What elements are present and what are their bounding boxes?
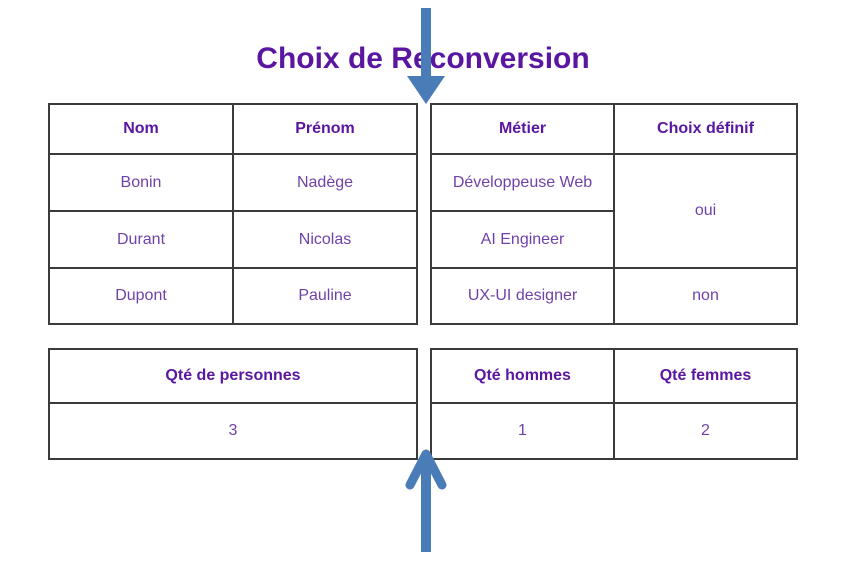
table-row: 1 2 — [430, 402, 798, 460]
total-persons-table: Qté de personnes 3 — [48, 348, 418, 460]
arrow-up-icon — [405, 449, 447, 552]
cell-metier: AI Engineer — [430, 210, 615, 269]
header-cell-qte-femmes: Qté femmes — [613, 348, 798, 404]
table-row: AI Engineer — [430, 210, 797, 269]
people-table: Nom Prénom Bonin Nadège Durant Nicolas D… — [48, 103, 418, 325]
cell-prenom: Nadège — [232, 153, 418, 212]
header-cell-nom: Nom — [48, 103, 234, 155]
cell-qte-personnes: 3 — [48, 402, 418, 460]
cell-metier: UX-UI designer — [430, 267, 615, 325]
cell-nom: Durant — [48, 210, 234, 269]
header-cell-qte-hommes: Qté hommes — [430, 348, 615, 404]
table-row: Développeuse Web oui — [430, 153, 798, 269]
cell-choix-merged: oui — [613, 153, 798, 269]
header-cell-prenom: Prénom — [232, 103, 418, 155]
cell-nom: Bonin — [48, 153, 234, 212]
table-row: Dupont Pauline — [48, 267, 418, 325]
cell-nom: Dupont — [48, 267, 234, 325]
cell-prenom: Nicolas — [232, 210, 418, 269]
table-row: Durant Nicolas — [48, 210, 418, 269]
table-row: 3 — [48, 402, 418, 460]
header-cell-qte-personnes: Qté de personnes — [48, 348, 418, 404]
cell-metier: Développeuse Web — [430, 153, 615, 212]
cell-qte-femmes: 2 — [613, 402, 798, 460]
header-cell-metier: Métier — [430, 103, 615, 155]
header-cell-choix: Choix définif — [613, 103, 798, 155]
cell-choix: non — [613, 267, 798, 325]
arrow-down-icon — [407, 8, 445, 104]
cell-prenom: Pauline — [232, 267, 418, 325]
cell-qte-hommes: 1 — [430, 402, 615, 460]
table-row: UX-UI designer non — [430, 267, 798, 325]
table-row: Bonin Nadège — [48, 153, 418, 212]
jobs-table: Métier Choix définif Développeuse Web ou… — [430, 103, 798, 325]
gender-counts-table: Qté hommes Qté femmes 1 2 — [430, 348, 798, 460]
